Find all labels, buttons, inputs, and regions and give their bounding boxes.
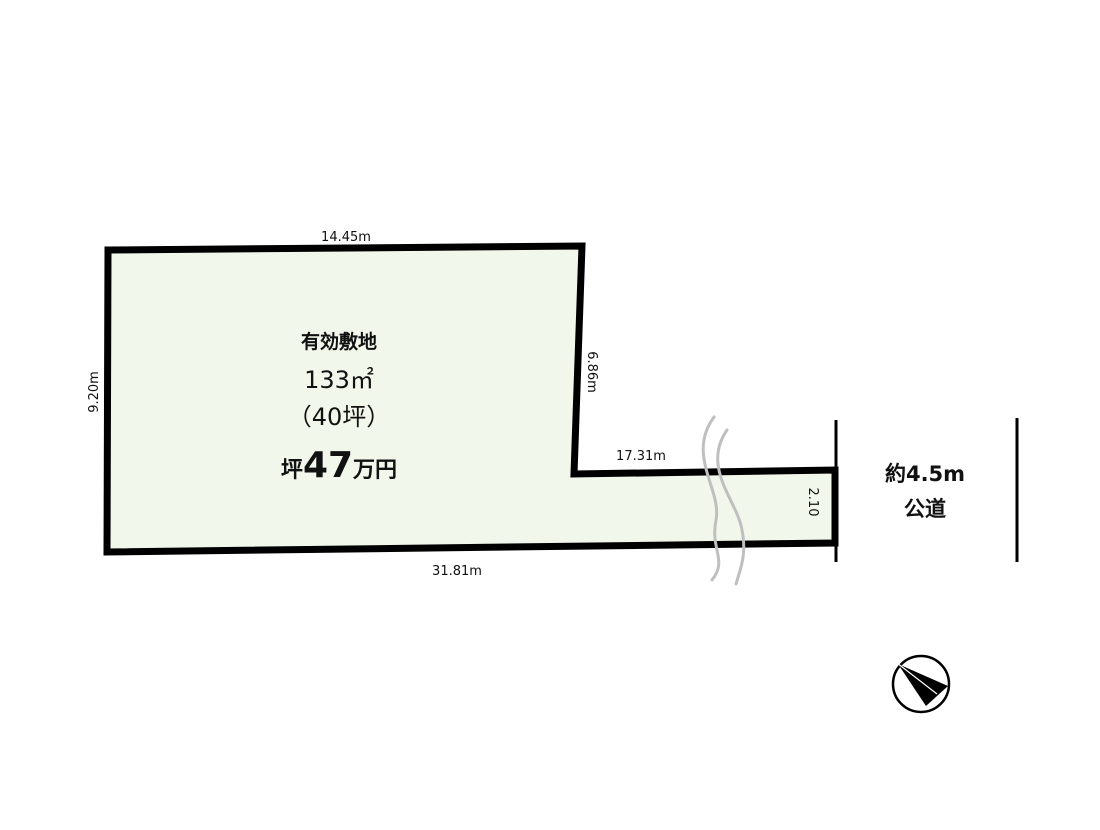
lot-price: 坪47万円 [281, 445, 397, 486]
road-type: 公道 [904, 497, 946, 521]
lot-label: 有効敷地 [301, 330, 377, 353]
price-number: 47 [303, 445, 353, 486]
price-prefix: 坪 [281, 458, 303, 483]
lot-area: 133㎡ [304, 366, 374, 394]
road-width: 約4.5m [885, 462, 965, 486]
dimension-bottom: 31.81m [432, 564, 482, 579]
lot-tsubo: （40坪） [288, 403, 391, 431]
price-suffix: 万円 [352, 458, 397, 483]
dimension-top: 14.45m [321, 230, 371, 245]
break-line-icon [701, 415, 746, 586]
dimension-inner-horizontal: 17.31m [616, 449, 666, 464]
north-arrow-icon [891, 654, 951, 714]
dimension-left: 9.20m [87, 371, 102, 413]
dimension-right-end: 2.10 [805, 488, 820, 517]
lot-outline [103, 242, 839, 556]
dimension-inner-vertical: 6.86m [584, 351, 599, 393]
